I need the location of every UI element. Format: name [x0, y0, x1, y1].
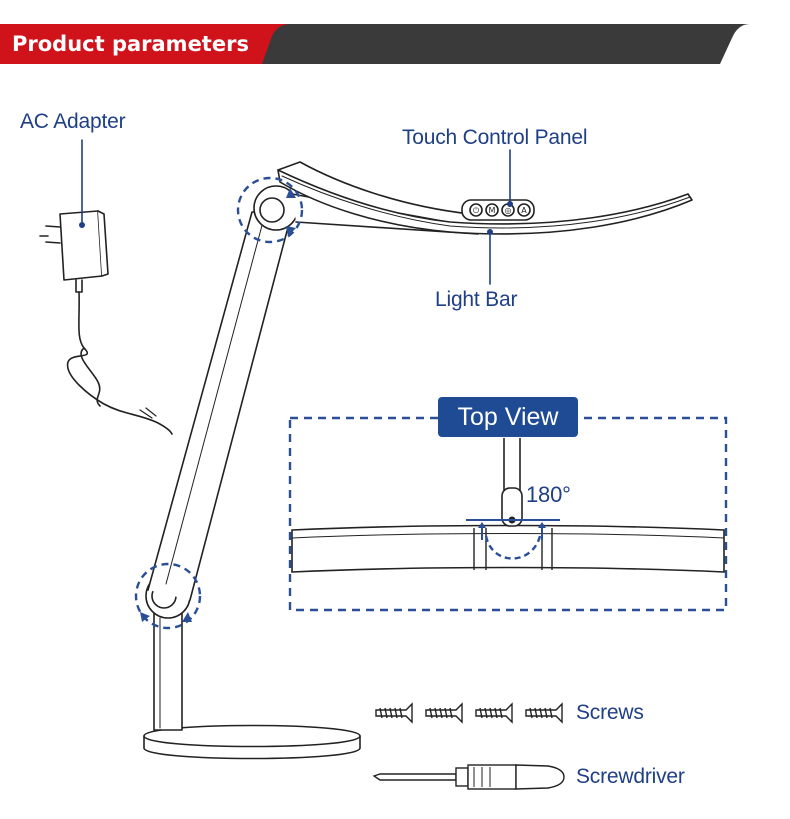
section-header: Product parameters: [0, 24, 750, 64]
lamp-base: [143, 724, 361, 760]
control-button-glyph: M: [489, 206, 496, 215]
header-title: Product parameters: [12, 32, 249, 56]
top-view-badge: Top View: [438, 397, 578, 437]
ac-adapter-label: AC Adapter: [20, 110, 126, 133]
screw-icon: [475, 702, 513, 724]
touch-control-panel-label: Touch Control Panel: [402, 126, 588, 149]
light-bar-label: Light Bar: [435, 288, 518, 311]
screw-icon: [525, 702, 563, 724]
control-button-glyph: A: [521, 206, 527, 215]
screw-icon: [375, 702, 413, 724]
screws-label: Screws: [576, 701, 644, 724]
header-bar-shape: [0, 24, 750, 64]
rotation-arrow-icon: [134, 176, 304, 630]
top-view-panel: [288, 416, 728, 612]
light-bar: [277, 161, 693, 235]
screwdriver-label: Screwdriver: [576, 765, 685, 788]
screw-icon: [425, 702, 463, 724]
plug-adapter-icon: [39, 210, 173, 435]
screwdriver-icon: [372, 764, 565, 790]
control-button-glyph: ◎: [505, 206, 512, 215]
angle-label: 180°: [526, 482, 571, 507]
control-button-glyph: ⏻: [473, 206, 480, 215]
